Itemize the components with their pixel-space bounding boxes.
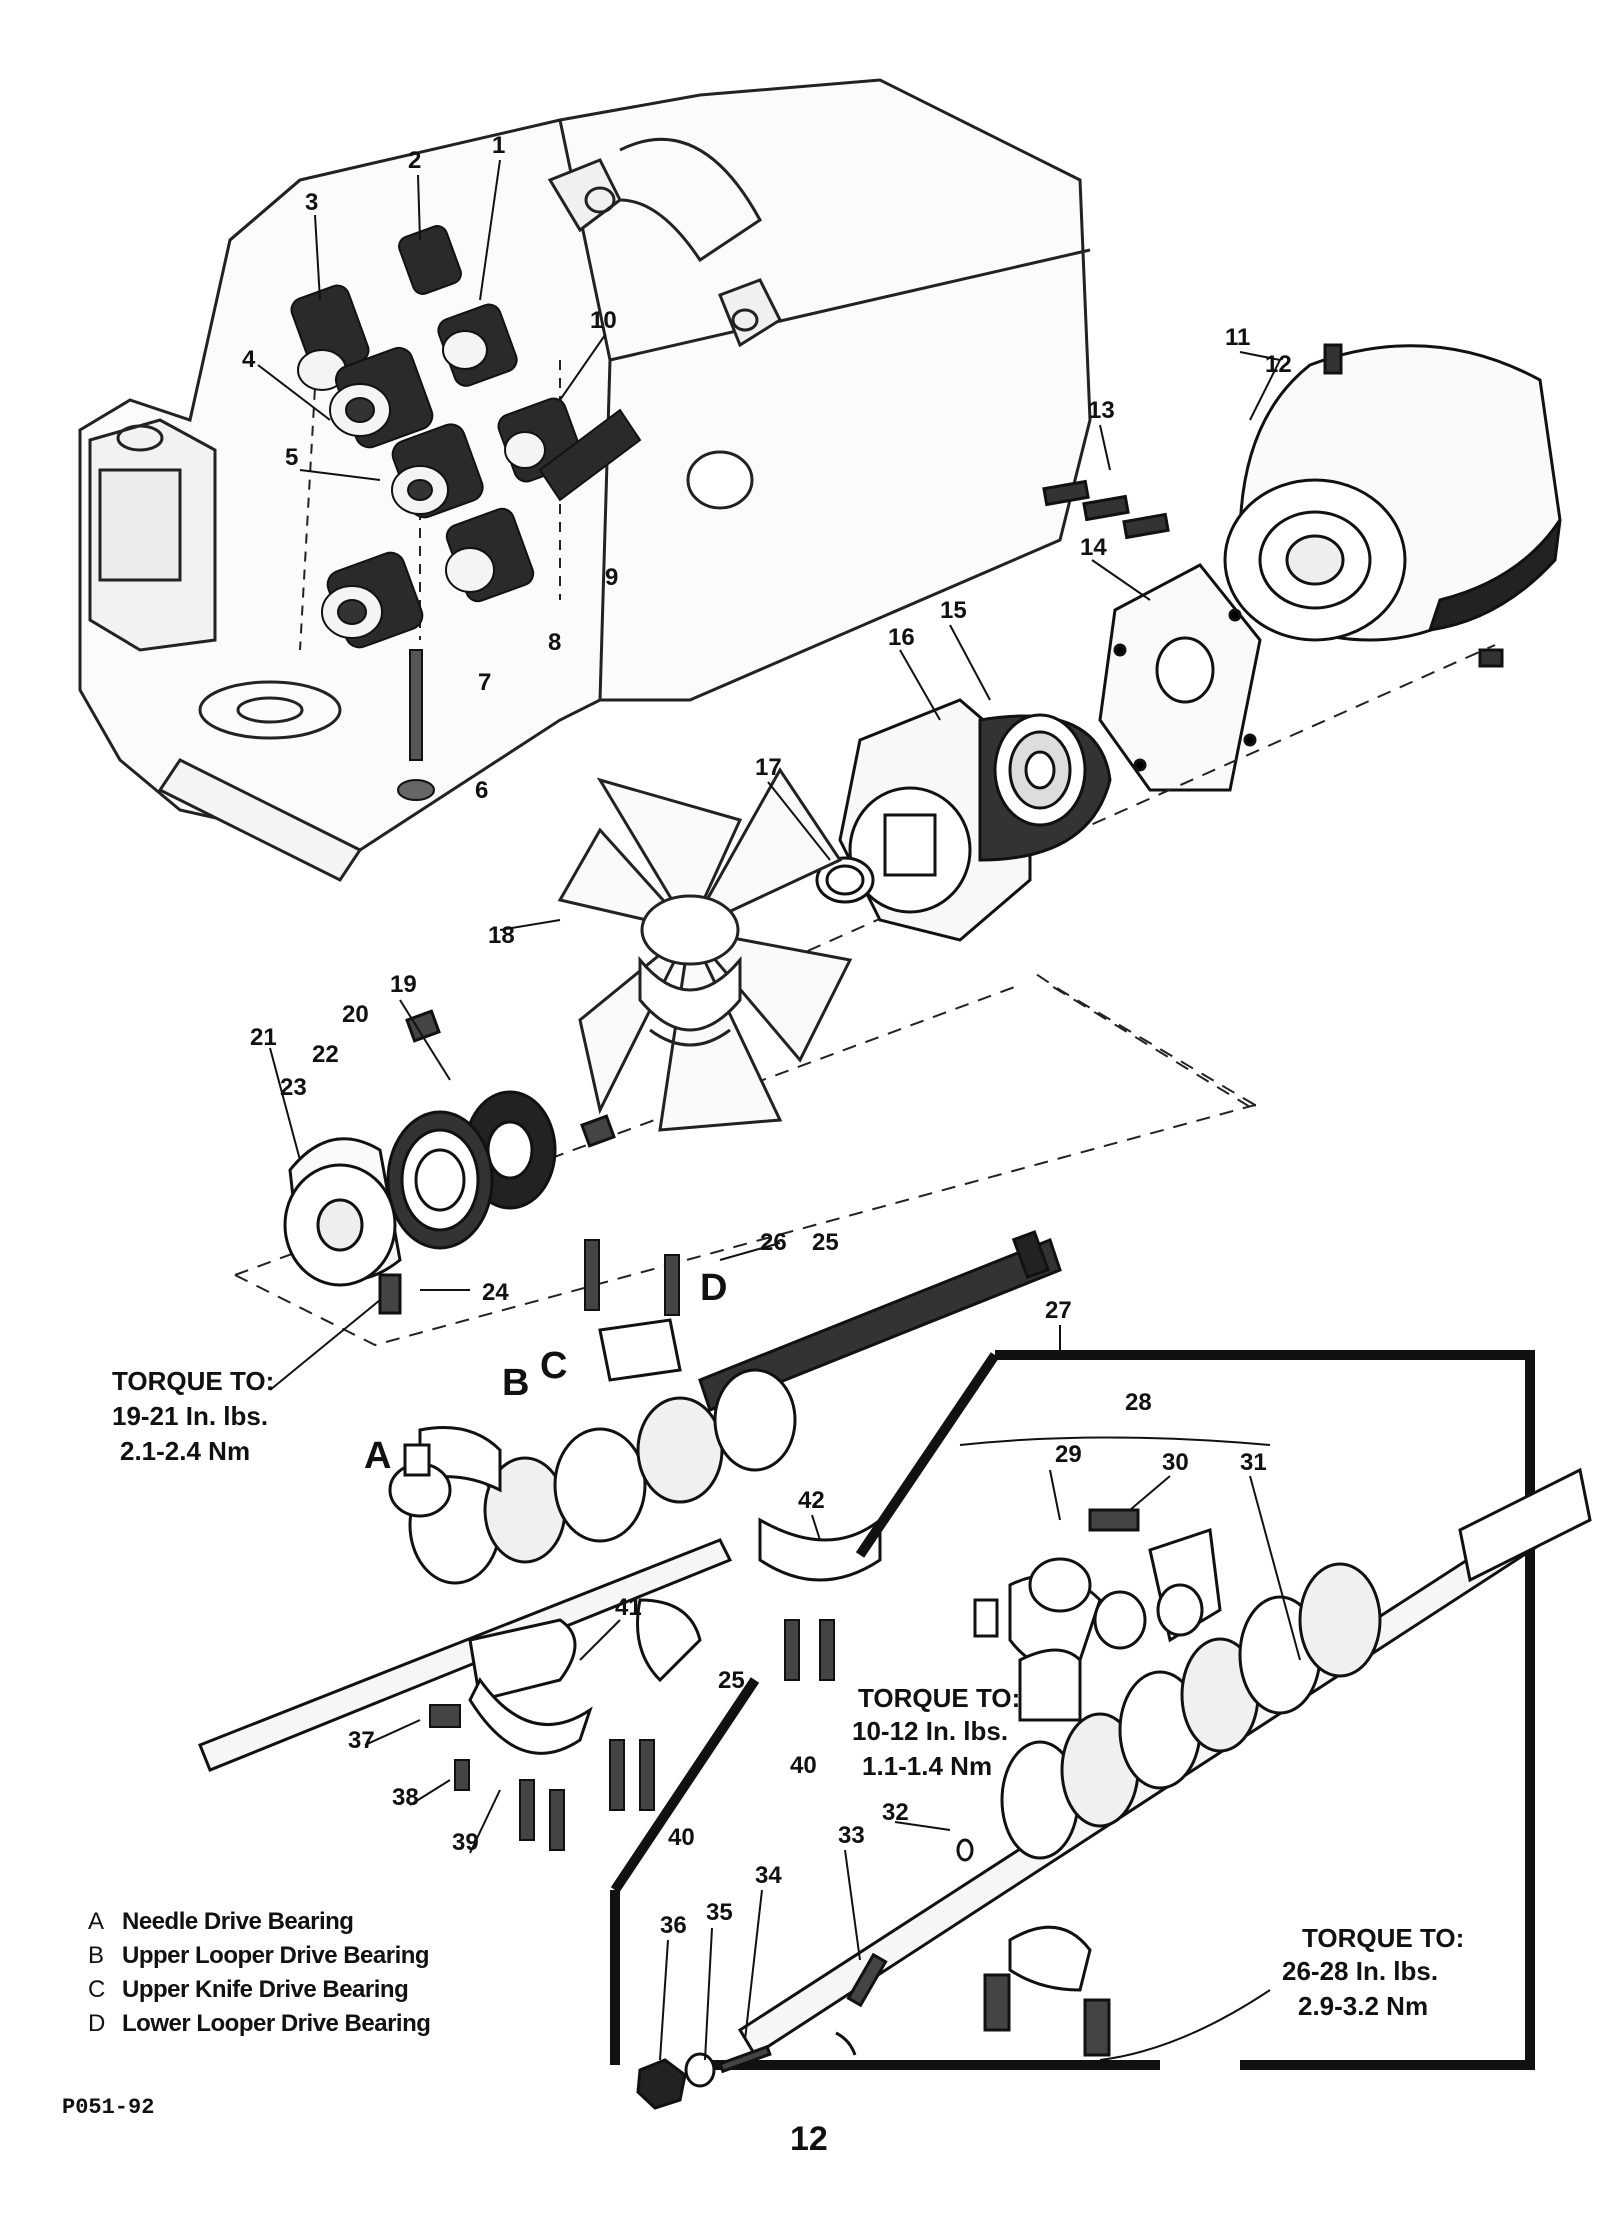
- callout-20: 20: [342, 1001, 369, 1028]
- callout-5: 5: [285, 444, 298, 471]
- bearing-letter-d: D: [700, 1267, 727, 1309]
- callout-7: 7: [478, 669, 491, 696]
- torque-imperial-3: 26-28 In. lbs.: [1282, 1956, 1438, 1986]
- page-number: 12: [790, 2120, 828, 2158]
- callout-13: 13: [1088, 397, 1115, 424]
- callout-30: 30: [1162, 1449, 1189, 1476]
- callout-3: 3: [305, 189, 318, 216]
- legend-letter: C: [88, 1976, 105, 2003]
- callout-23: 23: [280, 1074, 307, 1101]
- callout-numbers: 1 2 3 4 5 6 7 8 9 10 11 12 13 14 15 16 1…: [242, 132, 1292, 1939]
- callout-16: 16: [888, 624, 915, 651]
- callout-41: 41: [615, 1594, 642, 1621]
- callout-11: 11: [1225, 324, 1250, 351]
- bearing-letter-b: B: [502, 1362, 529, 1404]
- callout-40b: 40: [790, 1752, 817, 1779]
- torque-note-1: TORQUE TO: 19-21 In. lbs. 2.1-2.4 Nm: [112, 1366, 274, 1466]
- callout-22: 22: [312, 1041, 339, 1068]
- torque-metric-1: 2.1-2.4 Nm: [120, 1436, 250, 1466]
- callout-28: 28: [1125, 1389, 1152, 1416]
- callout-25: 25: [812, 1229, 839, 1256]
- bearing-letter-c: C: [540, 1345, 567, 1387]
- legend-row-b: B Upper Looper Drive Bearing: [88, 1939, 430, 1973]
- legend-row-d: D Lower Looper Drive Bearing: [88, 2007, 431, 2041]
- leader-lines: [257, 159, 1301, 2061]
- callout-9: 9: [605, 564, 618, 591]
- lower-screws: [429, 1239, 835, 1851]
- secondary-shaft: [636, 1467, 1592, 2110]
- secondary-shaft-frame: [610, 1350, 1535, 2070]
- document-code: P051-92: [62, 2095, 155, 2120]
- callout-29: 29: [1055, 1441, 1082, 1468]
- legend-letter: B: [88, 1942, 104, 1969]
- legend-text: Lower Looper Drive Bearing: [122, 2010, 431, 2037]
- callout-19: 19: [390, 971, 417, 998]
- callout-25b: 25: [718, 1667, 745, 1694]
- legend-text: Upper Knife Drive Bearing: [122, 1976, 409, 2003]
- callout-33: 33: [838, 1822, 865, 1849]
- callout-38: 38: [392, 1784, 419, 1811]
- callout-2: 2: [408, 147, 421, 174]
- torque-metric-2: 1.1-1.4 Nm: [862, 1751, 992, 1781]
- callout-27: 27: [1045, 1297, 1072, 1324]
- torque-note-2: TORQUE TO: 10-12 In. lbs. 1.1-1.4 Nm: [852, 1683, 1020, 1781]
- callout-17: 17: [755, 754, 782, 781]
- torque-metric-3: 2.9-3.2 Nm: [1298, 1991, 1428, 2021]
- callout-36: 36: [660, 1912, 687, 1939]
- motor-assembly: [1042, 343, 1562, 792]
- legend-text: Upper Looper Drive Bearing: [122, 1942, 430, 1969]
- torque-imperial-1: 19-21 In. lbs.: [112, 1401, 268, 1431]
- legend-letter: A: [88, 1908, 104, 1935]
- callout-40a: 40: [668, 1824, 695, 1851]
- torque-heading-2: TORQUE TO:: [858, 1683, 1020, 1713]
- callout-15: 15: [940, 597, 967, 624]
- callout-37: 37: [348, 1727, 375, 1754]
- assembly-axis-lines: [234, 644, 1496, 1347]
- callout-35: 35: [706, 1899, 733, 1926]
- callout-1: 1: [492, 132, 505, 159]
- pulley-collar-group: [283, 1009, 616, 1315]
- housing-rollers: [290, 225, 642, 801]
- callout-26: 26: [760, 1229, 787, 1256]
- callout-31: 31: [1240, 1449, 1267, 1476]
- torque-imperial-2: 10-12 In. lbs.: [852, 1716, 1008, 1746]
- legend-text: Needle Drive Bearing: [122, 1908, 354, 1935]
- bearing-legend: A Needle Drive Bearing B Upper Looper Dr…: [88, 1905, 431, 2041]
- main-crankshaft: [198, 1230, 1062, 1772]
- legend-row-a: A Needle Drive Bearing: [88, 1905, 430, 1939]
- legend-row-c: C Upper Knife Drive Bearing: [88, 1973, 430, 2007]
- bearing-housing-group: [815, 698, 1112, 942]
- callout-4: 4: [242, 346, 256, 373]
- legend-letter: D: [88, 2010, 105, 2037]
- callout-8: 8: [548, 629, 561, 656]
- callout-10: 10: [590, 307, 617, 334]
- callout-21: 21: [250, 1024, 277, 1051]
- callout-6: 6: [475, 777, 488, 804]
- callout-14: 14: [1080, 534, 1107, 561]
- bearing-letter-a: A: [364, 1435, 391, 1477]
- torque-note-3: TORQUE TO: 26-28 In. lbs. 2.9-3.2 Nm: [1282, 1923, 1464, 2021]
- bearing-letters: A B C D: [364, 1267, 727, 1477]
- callout-18: 18: [488, 922, 515, 949]
- callout-34: 34: [755, 1862, 782, 1889]
- torque-heading-1: TORQUE TO:: [112, 1366, 274, 1396]
- torque-heading-3: TORQUE TO:: [1302, 1923, 1464, 1953]
- cooling-fan: [557, 767, 853, 1132]
- callout-42: 42: [798, 1487, 825, 1514]
- callout-24: 24: [482, 1279, 509, 1306]
